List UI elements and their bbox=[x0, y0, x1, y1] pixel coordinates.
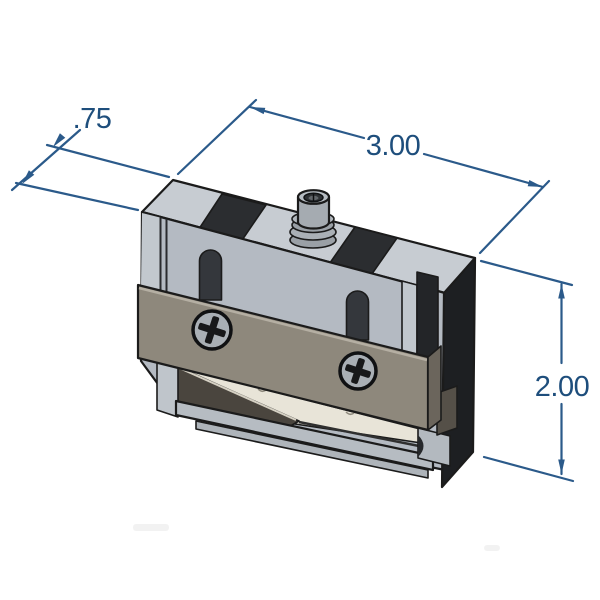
dimension-line bbox=[248, 105, 366, 140]
center-dimple-right bbox=[345, 411, 355, 416]
slot-right bbox=[345, 290, 370, 341]
dimension-depth: .75 bbox=[10, 103, 171, 212]
screw-head-side bbox=[296, 197, 331, 230]
extension-line bbox=[478, 179, 551, 255]
dimension-label-depth: .75 bbox=[73, 103, 112, 135]
clamp-plate-side bbox=[427, 345, 442, 431]
arrowhead bbox=[250, 107, 266, 115]
arrowhead bbox=[558, 459, 565, 474]
arrowhead bbox=[22, 170, 35, 184]
dimension-label-width: 3.00 bbox=[366, 130, 420, 162]
adjusting-screw bbox=[289, 189, 337, 249]
blade-top-highlight bbox=[176, 366, 297, 421]
plate-top-bevel bbox=[138, 286, 428, 362]
dimension-width: 3.00 bbox=[176, 98, 551, 255]
extension-line bbox=[176, 98, 258, 176]
blade-lower-edge bbox=[298, 420, 425, 449]
clamp-screw-right bbox=[338, 351, 378, 391]
base-foot bbox=[195, 420, 429, 479]
extension-line bbox=[479, 259, 574, 287]
arrowhead bbox=[527, 180, 543, 187]
dimension-line bbox=[422, 152, 545, 189]
watermark-smudge bbox=[484, 545, 500, 551]
dimension-label-height: 2.00 bbox=[535, 371, 589, 403]
phillips-cross-icon bbox=[345, 358, 371, 384]
watermark-smudge bbox=[133, 524, 169, 531]
extension-line bbox=[45, 143, 171, 179]
dimension-line bbox=[10, 128, 82, 192]
clamp-screw-left bbox=[191, 309, 233, 351]
front-left-strip bbox=[141, 213, 160, 291]
right-groove bbox=[401, 280, 418, 362]
base-notch-arc bbox=[418, 435, 424, 457]
arrowhead bbox=[558, 284, 565, 299]
part-body bbox=[136, 178, 477, 489]
phillips-cross-icon bbox=[198, 316, 226, 344]
arrowhead bbox=[53, 133, 66, 147]
extension-line bbox=[482, 455, 575, 483]
base-step bbox=[174, 399, 435, 472]
slot-left bbox=[198, 249, 223, 301]
dimension-height: 2.00 bbox=[479, 259, 590, 483]
extension-line bbox=[14, 181, 140, 212]
